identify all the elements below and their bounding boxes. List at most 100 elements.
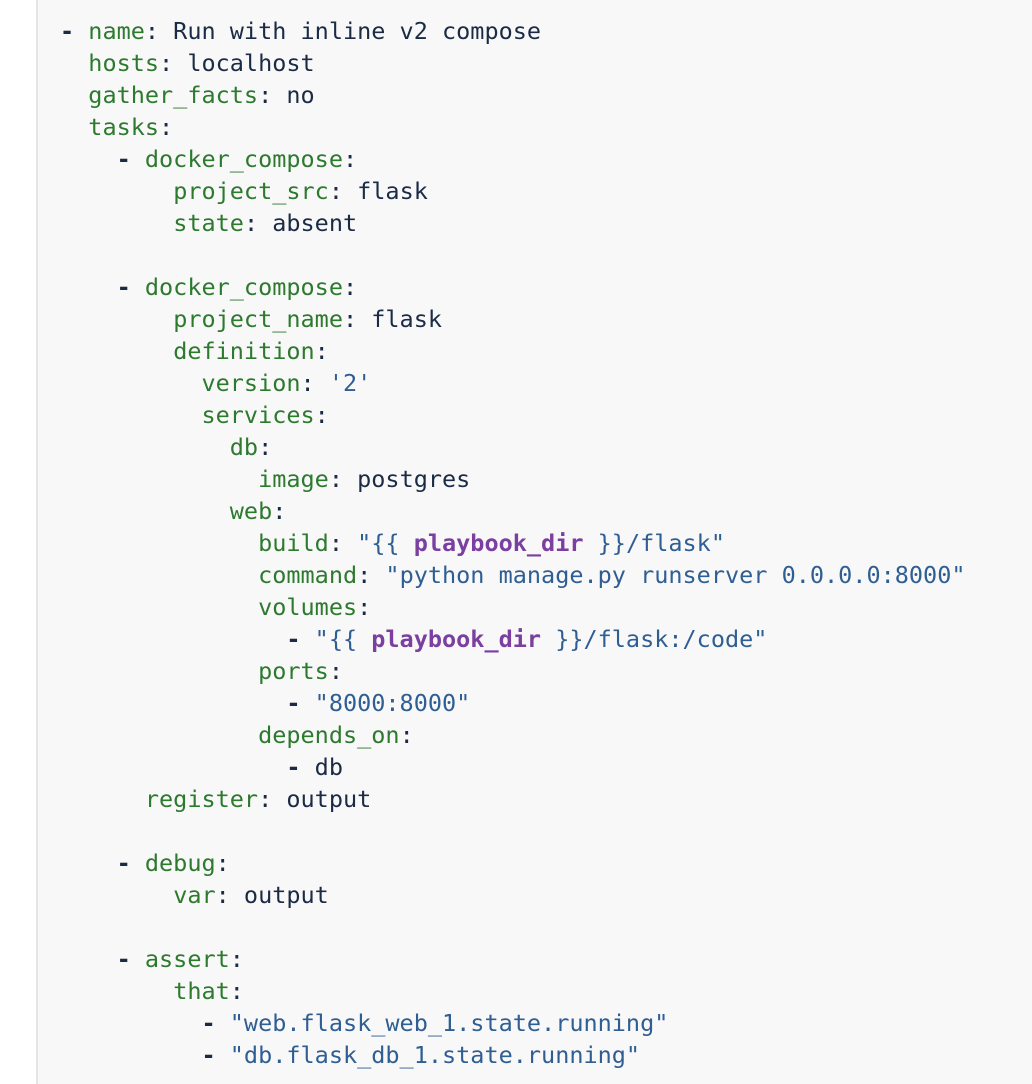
code-token: : [357, 593, 372, 621]
list-dash: - [201, 1041, 230, 1069]
code-line: - docker_compose: [60, 271, 1032, 303]
yaml-key: name [88, 17, 145, 45]
yaml-string: '2' [328, 369, 372, 397]
yaml-key: docker_compose [144, 145, 343, 173]
yaml-code: - name: Run with inline v2 compose hosts… [38, 0, 1032, 1071]
code-token: : [399, 721, 414, 749]
yaml-key: debug [144, 849, 216, 877]
code-block: - name: Run with inline v2 compose hosts… [36, 0, 1032, 1084]
code-token: db [314, 753, 343, 781]
code-line: web: [60, 495, 1032, 527]
code-token [60, 145, 117, 173]
code-token: : [328, 529, 358, 557]
code-token [60, 49, 88, 77]
yaml-key: that [173, 977, 230, 1005]
code-token: : [357, 561, 386, 589]
yaml-string: "db.flask_db_1.state.running" [229, 1041, 641, 1069]
yaml-key: ports [258, 657, 329, 685]
code-token: : [314, 337, 329, 365]
code-line: hosts: localhost [60, 47, 1032, 79]
code-line: - "web.flask_web_1.state.running" [60, 1007, 1032, 1039]
yaml-key: project_name [173, 305, 343, 333]
code-token: : absent [243, 209, 358, 237]
code-token [60, 593, 258, 621]
code-line: ports: [60, 655, 1032, 687]
code-token [60, 209, 173, 237]
code-line: - db [60, 751, 1032, 783]
yaml-string: }}/flask" [583, 529, 725, 557]
yaml-string: "web.flask_web_1.state.running" [229, 1009, 669, 1037]
yaml-key: hosts [88, 49, 160, 77]
code-token [60, 849, 117, 877]
code-line: version: '2' [60, 367, 1032, 399]
code-line: build: "{{ playbook_dir }}/flask" [60, 527, 1032, 559]
code-token: : [159, 113, 174, 141]
list-dash: - [286, 625, 315, 653]
code-token [60, 625, 286, 653]
code-token: : [342, 273, 358, 301]
code-line: that: [60, 975, 1032, 1007]
yaml-key: command [258, 561, 358, 589]
code-line: db: [60, 431, 1032, 463]
code-token: : [342, 145, 358, 173]
yaml-key: db [229, 433, 259, 461]
code-token [60, 785, 145, 813]
code-line: - docker_compose: [60, 143, 1032, 175]
code-line: gather_facts: no [60, 79, 1032, 111]
code-line [60, 239, 1032, 271]
yaml-string: "python manage.py runserver 0.0.0.0:8000… [385, 561, 966, 589]
yaml-key: project_src [173, 177, 329, 205]
code-line: command: "python manage.py runserver 0.0… [60, 559, 1032, 591]
code-line: - name: Run with inline v2 compose [60, 15, 1032, 47]
code-token: : output [215, 881, 329, 909]
list-dash: - [60, 17, 89, 45]
yaml-key: depends_on [258, 721, 400, 749]
code-token [60, 1041, 201, 1069]
code-token: : [258, 433, 273, 461]
code-token: : flask [328, 177, 428, 205]
yaml-key: volumes [258, 593, 358, 621]
yaml-key: services [201, 401, 315, 429]
list-dash: - [201, 1009, 230, 1037]
code-line: project_src: flask [60, 175, 1032, 207]
yaml-key: register [144, 785, 259, 813]
code-line: project_name: flask [60, 303, 1032, 335]
code-token: : localhost [159, 49, 315, 77]
yaml-key: var [173, 881, 216, 909]
yaml-key: assert [144, 945, 230, 973]
yaml-string: }}/flask:/code" [541, 625, 768, 653]
code-line: - assert: [60, 943, 1032, 975]
yaml-key: version [201, 369, 301, 397]
code-token [60, 113, 88, 141]
code-token: : [229, 977, 244, 1005]
code-token [60, 497, 230, 525]
code-token: : [300, 369, 329, 397]
code-line: definition: [60, 335, 1032, 367]
code-token [60, 657, 258, 685]
code-token [60, 369, 201, 397]
yaml-key: web [229, 497, 273, 525]
code-token: : Run with inline v2 compose [144, 17, 542, 45]
code-line: depends_on: [60, 719, 1032, 751]
yaml-key: docker_compose [144, 273, 343, 301]
code-token: : flask [342, 305, 443, 333]
code-line: state: absent [60, 207, 1032, 239]
code-token [60, 529, 258, 557]
code-line: - "{{ playbook_dir }}/flask:/code" [60, 623, 1032, 655]
code-token: : postgres [328, 465, 471, 493]
code-token [60, 465, 258, 493]
list-dash: - [286, 689, 315, 717]
code-token [60, 561, 258, 589]
code-token: : [328, 657, 343, 685]
code-line: volumes: [60, 591, 1032, 623]
list-dash: - [116, 145, 145, 173]
code-token [60, 433, 230, 461]
code-token: : no [258, 81, 315, 109]
code-line: tasks: [60, 111, 1032, 143]
yaml-key: state [173, 209, 244, 237]
code-token [60, 721, 258, 749]
code-line: - "db.flask_db_1.state.running" [60, 1039, 1032, 1071]
list-dash: - [116, 945, 145, 973]
yaml-key: tasks [88, 113, 160, 141]
code-token [60, 81, 88, 109]
